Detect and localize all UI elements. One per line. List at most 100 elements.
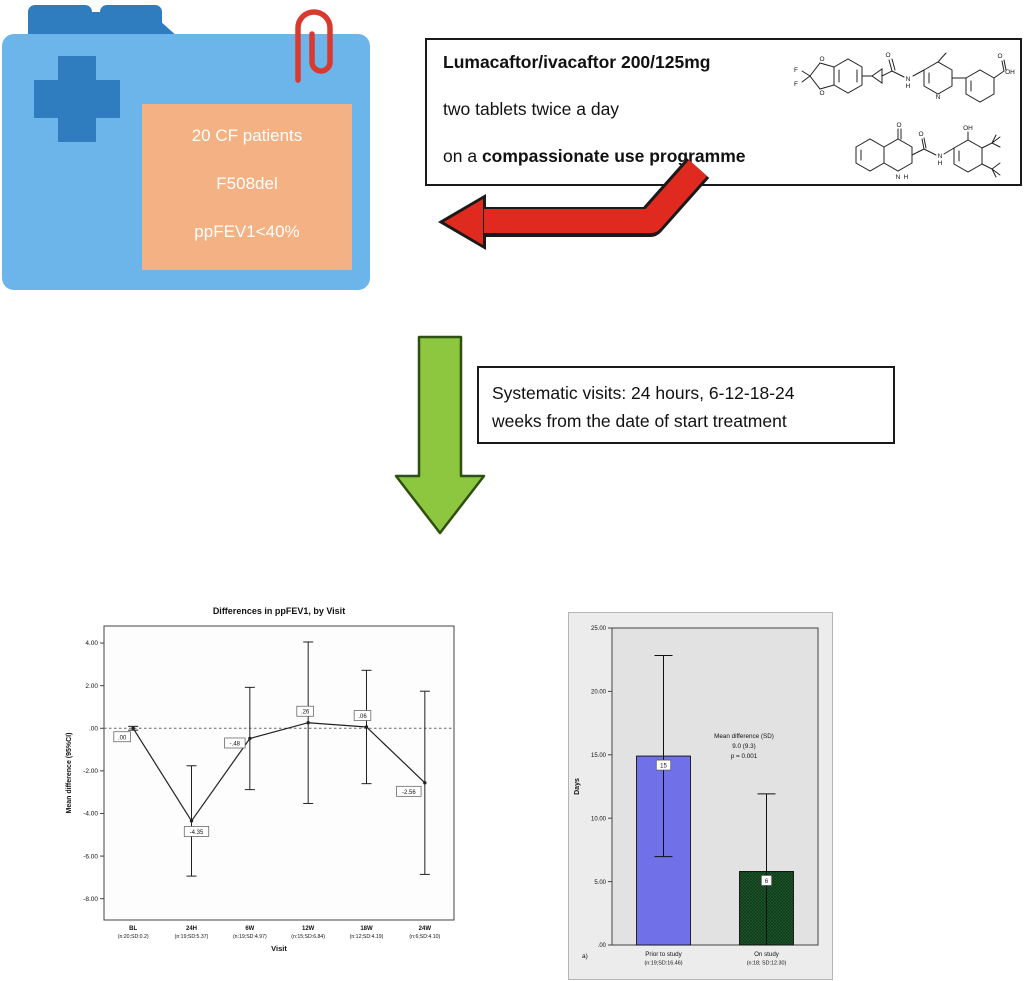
- point-label-box: [224, 737, 246, 749]
- svg-text:(n:19;SD:4.97): (n:19;SD:4.97): [233, 934, 267, 940]
- data-point: [423, 781, 427, 785]
- atom-label: N: [936, 94, 941, 101]
- drug-programme: on a compassionate use programme: [443, 146, 746, 167]
- data-point: [248, 736, 252, 741]
- svg-text:-6.00: -6.00: [83, 853, 98, 860]
- svg-text:15: 15: [660, 764, 667, 770]
- svg-text:(n:15;SD:6.84): (n:15;SD:6.84): [291, 934, 325, 940]
- svg-text:(n:18; SD:12.30): (n:18; SD:12.30): [747, 961, 787, 967]
- panel-letter: a): [582, 953, 588, 960]
- ppfev1-line-chart: Differences in ppFEV1, by Visit 4.00 2.00.…: [66, 606, 455, 953]
- svg-text:.00: .00: [118, 735, 127, 741]
- svg-text:(n:6;SD:4.10): (n:6;SD:4.10): [409, 934, 440, 940]
- data-point: [306, 721, 310, 725]
- svg-text:6: 6: [765, 879, 769, 885]
- green-arrow-down-icon: [394, 335, 486, 535]
- svg-text:20.00: 20.00: [591, 690, 607, 696]
- patient-folder: 20 CF patients F508del ppFEV1<40%: [2, 5, 370, 290]
- atom-label: F: [794, 81, 798, 88]
- mutation-label: F508del: [216, 174, 277, 193]
- svg-text:10.00: 10.00: [591, 816, 607, 822]
- data-point: [364, 725, 369, 729]
- svg-text:.00: .00: [89, 725, 98, 732]
- drug-info-box: Lumacaftor/ivacaftor 200/125mg two table…: [425, 38, 1022, 186]
- atom-label: OH: [1005, 69, 1015, 76]
- svg-text:.00: .00: [598, 943, 607, 949]
- visits-line-2: weeks from the date of start treatment: [492, 411, 787, 431]
- svg-text:25.00: 25.00: [591, 626, 607, 632]
- svg-text:Prior to study: Prior to study: [645, 951, 682, 958]
- svg-text:6W: 6W: [245, 926, 254, 932]
- svg-text:12W: 12W: [302, 926, 315, 932]
- drug-dose: two tablets twice a day: [443, 99, 620, 119]
- svg-text:5.00: 5.00: [594, 880, 606, 886]
- atom-label: N: [906, 76, 911, 83]
- svg-text:.26: .26: [301, 710, 310, 716]
- atom-label: O: [885, 52, 890, 59]
- drug-name: Lumacaftor/ivacaftor 200/125mg: [443, 52, 711, 72]
- annotation-line: Mean difference (SD): [714, 733, 774, 740]
- drug-programme-bold: compassionate use programme: [481, 146, 746, 166]
- data-point: [189, 819, 194, 823]
- visits-line-1: Systematic visits: 24 hours, 6-12-18-24: [492, 383, 795, 403]
- drug-programme-prefix: on a: [443, 146, 482, 166]
- annotation-line: 9.0 (9.3): [732, 743, 755, 750]
- svg-text:On study: On study: [754, 951, 780, 958]
- svg-text:15.00: 15.00: [591, 753, 607, 759]
- atom-label: N: [896, 174, 901, 181]
- svg-text:-2.00: -2.00: [83, 768, 98, 775]
- atom-label: O: [896, 122, 901, 129]
- bar-label-box: [655, 759, 672, 771]
- red-arrowhead: [444, 199, 483, 245]
- atom-label: F: [794, 67, 798, 74]
- svg-text:24W: 24W: [419, 926, 432, 932]
- svg-text:(n:20;SD:0.2): (n:20;SD:0.2): [118, 934, 149, 940]
- atom-label: H: [904, 174, 909, 181]
- svg-text:2.00: 2.00: [85, 683, 98, 690]
- svg-text:18W: 18W: [360, 926, 373, 932]
- point-label-box: [353, 710, 372, 721]
- ivacaftor-structure-icon: O N H O N H OH: [855, 122, 1001, 181]
- atom-label: O: [997, 53, 1002, 60]
- y-axis-label: Days: [574, 778, 581, 795]
- atom-label: O: [819, 56, 824, 63]
- atom-label: H: [938, 160, 943, 167]
- chemical-structures: F F O O O N H N O OH O: [794, 52, 1015, 181]
- svg-text:BL: BL: [129, 926, 137, 932]
- bar-label-box: [761, 875, 772, 886]
- atom-label: H: [906, 83, 911, 90]
- ppfev1-label: ppFEV1<40%: [194, 222, 299, 241]
- svg-text:(n:19;SD:5.37): (n:19;SD:5.37): [175, 934, 209, 940]
- svg-text:-4.00: -4.00: [83, 811, 98, 818]
- green-arrow-shape: [394, 335, 486, 535]
- svg-text:-2.56: -2.56: [402, 790, 416, 796]
- lumacaftor-structure-icon: F F O O O N H N O OH: [794, 52, 1015, 103]
- chart-title: Differences in ppFEV1, by Visit: [213, 606, 345, 616]
- svg-text:-8.00: -8.00: [83, 896, 98, 903]
- red-arrow-left-icon: [438, 158, 710, 250]
- paperclip-icon: [295, 9, 333, 83]
- svg-text:24H: 24H: [186, 926, 197, 932]
- point-label-box: [183, 826, 210, 837]
- atom-label: OH: [963, 125, 973, 132]
- atom-label: O: [819, 90, 824, 97]
- mean-line: [132, 722, 426, 823]
- point-label-box: [296, 705, 314, 717]
- medical-cross-icon: [34, 56, 120, 142]
- annotation-line: p = 0.001: [731, 753, 758, 760]
- svg-text:-.48: -.48: [230, 741, 241, 747]
- svg-text:4.00: 4.00: [85, 640, 98, 647]
- y-axis-label: Mean difference (95%CI): [66, 733, 73, 814]
- point-label-box: [113, 731, 131, 743]
- svg-text:(n:12;SD:4.19): (n:12;SD:4.19): [350, 934, 384, 940]
- svg-text:(n:19;SD:16.46): (n:19;SD:16.46): [644, 961, 682, 967]
- patient-panel: [142, 104, 352, 270]
- point-label-box: [396, 785, 422, 797]
- visits-box: Systematic visits: 24 hours, 6-12-18-24 …: [477, 366, 895, 444]
- atom-label: N: [938, 153, 943, 160]
- svg-text:-4.35: -4.35: [190, 830, 204, 836]
- x-axis-label: Visit: [271, 944, 287, 953]
- svg-text:.06: .06: [358, 714, 367, 720]
